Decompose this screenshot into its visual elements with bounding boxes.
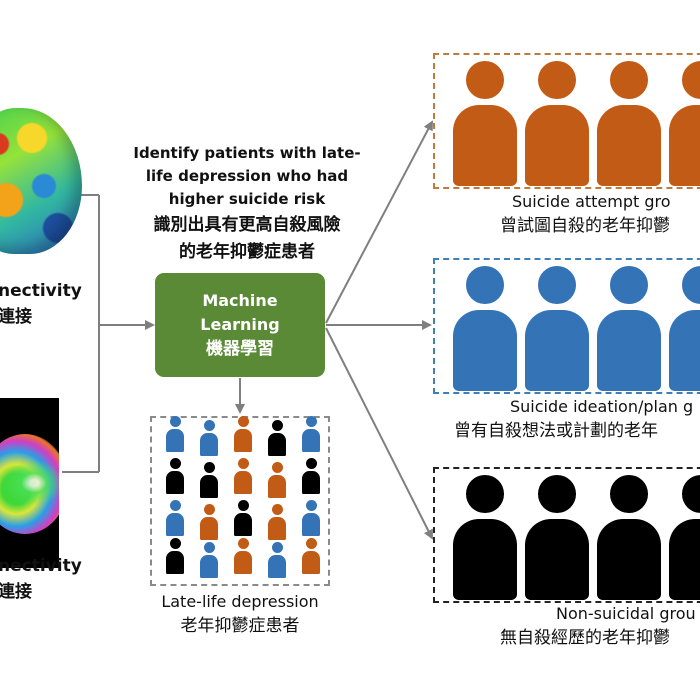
identify-line-2: life depression who had bbox=[145, 167, 349, 185]
suicide-attempt-label-en: Suicide attempt gro bbox=[512, 192, 671, 211]
mixed-cohort-label-en: Late-life depression bbox=[161, 592, 319, 611]
ml-line-2: Learning bbox=[200, 315, 280, 334]
ml-line-1: Machine bbox=[202, 291, 278, 310]
left-label-top-cn: 連接 bbox=[0, 307, 32, 327]
identify-cn-line-2: 的老年抑鬱症患者 bbox=[179, 242, 315, 262]
non-suicidal-group-box bbox=[433, 467, 700, 603]
left-label-top-en: nectivity bbox=[0, 281, 82, 301]
non-suicidal-label-cn: 無自殺經歷的老年抑鬱 bbox=[500, 628, 670, 648]
ml-cn: 機器學習 bbox=[206, 339, 274, 359]
arrow-to-nonsuicidal bbox=[325, 327, 433, 540]
suicide-ideation-group-box bbox=[433, 258, 700, 394]
non-suicidal-caption: Non-suicidal grou 無自殺經歷的老年抑鬱 bbox=[500, 602, 696, 650]
suicide-ideation-label-en: Suicide ideation/plan g bbox=[510, 397, 694, 416]
identify-text: Identify patients with late- life depres… bbox=[112, 142, 382, 265]
identify-line-1: Identify patients with late- bbox=[133, 144, 361, 162]
mixed-cohort-caption: Late-life depression 老年抑鬱症患者 bbox=[150, 590, 330, 638]
left-label-top: nectivity 連接 bbox=[0, 278, 82, 330]
left-label-bottom-cn: 連接 bbox=[0, 582, 32, 602]
mixed-cohort-box bbox=[150, 416, 330, 586]
identify-line-3: higher suicide risk bbox=[168, 190, 326, 208]
non-suicidal-label-en: Non-suicidal grou bbox=[556, 604, 696, 623]
identify-cn-line-1: 識別出具有更高自殺風險 bbox=[153, 215, 341, 235]
mixed-cohort-label-cn: 老年抑鬱症患者 bbox=[180, 616, 300, 636]
suicide-ideation-caption: Suicide ideation/plan g 曾有自殺想法或計劃的老年 bbox=[454, 395, 694, 443]
suicide-attempt-caption: Suicide attempt gro 曾試圖自殺的老年抑鬱 bbox=[500, 190, 671, 238]
suicide-attempt-label-cn: 曾試圖自殺的老年抑鬱 bbox=[500, 216, 670, 236]
brain-tractography-icon bbox=[0, 398, 59, 568]
suicide-attempt-group-box bbox=[433, 53, 700, 189]
machine-learning-box: Machine Learning 機器學習 bbox=[155, 273, 325, 377]
arrow-to-attempt bbox=[325, 120, 433, 324]
suicide-ideation-label-cn: 曾有自殺想法或計劃的老年 bbox=[454, 421, 658, 441]
left-label-bottom-en: nectivity bbox=[0, 556, 82, 576]
left-label-bottom: nectivity 連接 bbox=[0, 553, 82, 605]
